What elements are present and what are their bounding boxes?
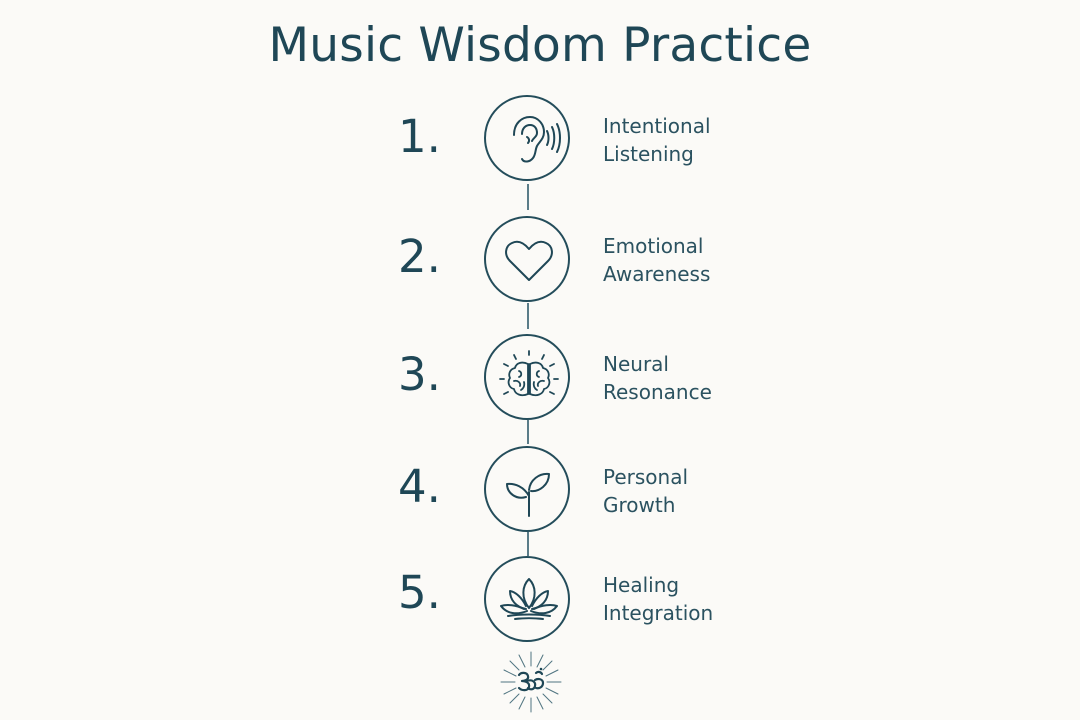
step-label-line2: Awareness [603, 262, 711, 286]
om-icon [500, 651, 562, 713]
page-title: Music Wisdom Practice [268, 18, 812, 73]
step-number: 2. [398, 230, 441, 283]
step-number: 3. [398, 348, 441, 401]
step-label: Intentional Listening [603, 112, 843, 168]
step-circle [484, 334, 570, 420]
step-label: Personal Growth [603, 463, 843, 519]
heart-icon [505, 240, 553, 281]
step-label-line2: Integration [603, 601, 714, 625]
step-number: 1. [398, 110, 441, 163]
step-circle [484, 446, 570, 532]
connector-line [527, 420, 529, 444]
sprout-icon [506, 472, 550, 517]
ear-icon [513, 116, 561, 163]
step-label: Neural Resonance [603, 350, 843, 406]
connector-line [527, 303, 529, 329]
lotus-icon [500, 578, 558, 620]
step-circle [484, 216, 570, 302]
step-label-line2: Growth [603, 493, 676, 517]
step-label: Healing Integration [603, 571, 843, 627]
step-number: 5. [398, 566, 441, 619]
step-label-line1: Personal [603, 465, 689, 489]
step-label-line1: Emotional [603, 234, 704, 258]
step-label-line1: Intentional [603, 114, 711, 138]
connector-line [527, 532, 529, 556]
step-label-line2: Resonance [603, 380, 712, 404]
step-circle [484, 556, 570, 642]
brain-icon [499, 350, 559, 397]
step-label-line1: Healing [603, 573, 680, 597]
step-label: Emotional Awareness [603, 232, 843, 288]
step-number: 4. [398, 460, 441, 513]
step-label-line2: Listening [603, 142, 694, 166]
connector-line [527, 184, 529, 210]
step-circle [484, 95, 570, 181]
step-label-line1: Neural [603, 352, 669, 376]
